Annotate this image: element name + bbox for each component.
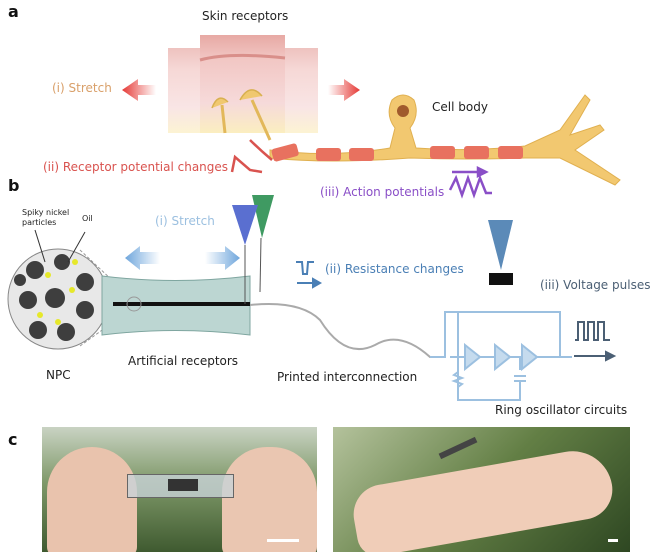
stretch-left-arrow [122,79,156,101]
stretch-right-arrow-b [205,246,240,270]
cell-body-label: Cell body [432,100,488,114]
right-hand [222,447,317,552]
voltage-pulse-icon [574,321,617,362]
stretch-left-arrow-b [125,246,160,270]
resistance-change-icon [296,261,323,289]
scale-bar [267,539,299,542]
action-potential-icon [448,165,492,199]
photo-device-on-wrist [333,427,630,552]
skin-receptors-label: Skin receptors [202,9,289,23]
microscope-icon [488,220,513,285]
npc-label: NPC [46,368,71,382]
myelin-segments [271,143,523,162]
receptor-potential-icon [230,139,273,174]
artificial-receptor-substrate [101,275,251,336]
npc-zoom-circle [7,229,131,350]
probes [232,195,274,304]
printed-interconnection-wire [249,303,445,358]
resistance-changes-label: (ii) Resistance changes [325,262,464,276]
stretchable-device [127,474,234,498]
scale-bar [608,539,618,542]
artificial-receptors-label: Artificial receptors [128,354,239,368]
left-hand [47,447,137,552]
oil-label: Oil [82,214,93,223]
voltage-pulses-label: (iii) Voltage pulses [540,278,650,292]
spiky-nickel-label: Spiky nickel particles [22,208,70,227]
panel-a-label: a [8,2,19,21]
photo-hands-stretching-device [42,427,317,552]
stretch-label-b: (i) Stretch [155,214,215,228]
stretch-label-a: (i) Stretch [52,81,112,95]
ring-oscillator-circuit [430,311,572,401]
action-potentials-label: (iii) Action potentials [320,185,445,199]
panel-b-label: b [8,176,20,195]
panel-c-label: c [8,430,18,449]
receptor-potential-label: (ii) Receptor potential changes [43,160,229,174]
wrist-device [438,436,478,460]
stretch-right-arrow [328,79,360,101]
ring-oscillator-label: Ring oscillator circuits [495,403,628,417]
skin-block [168,35,318,141]
arm [348,444,618,552]
printed-interconnection-label: Printed interconnection [277,370,418,384]
